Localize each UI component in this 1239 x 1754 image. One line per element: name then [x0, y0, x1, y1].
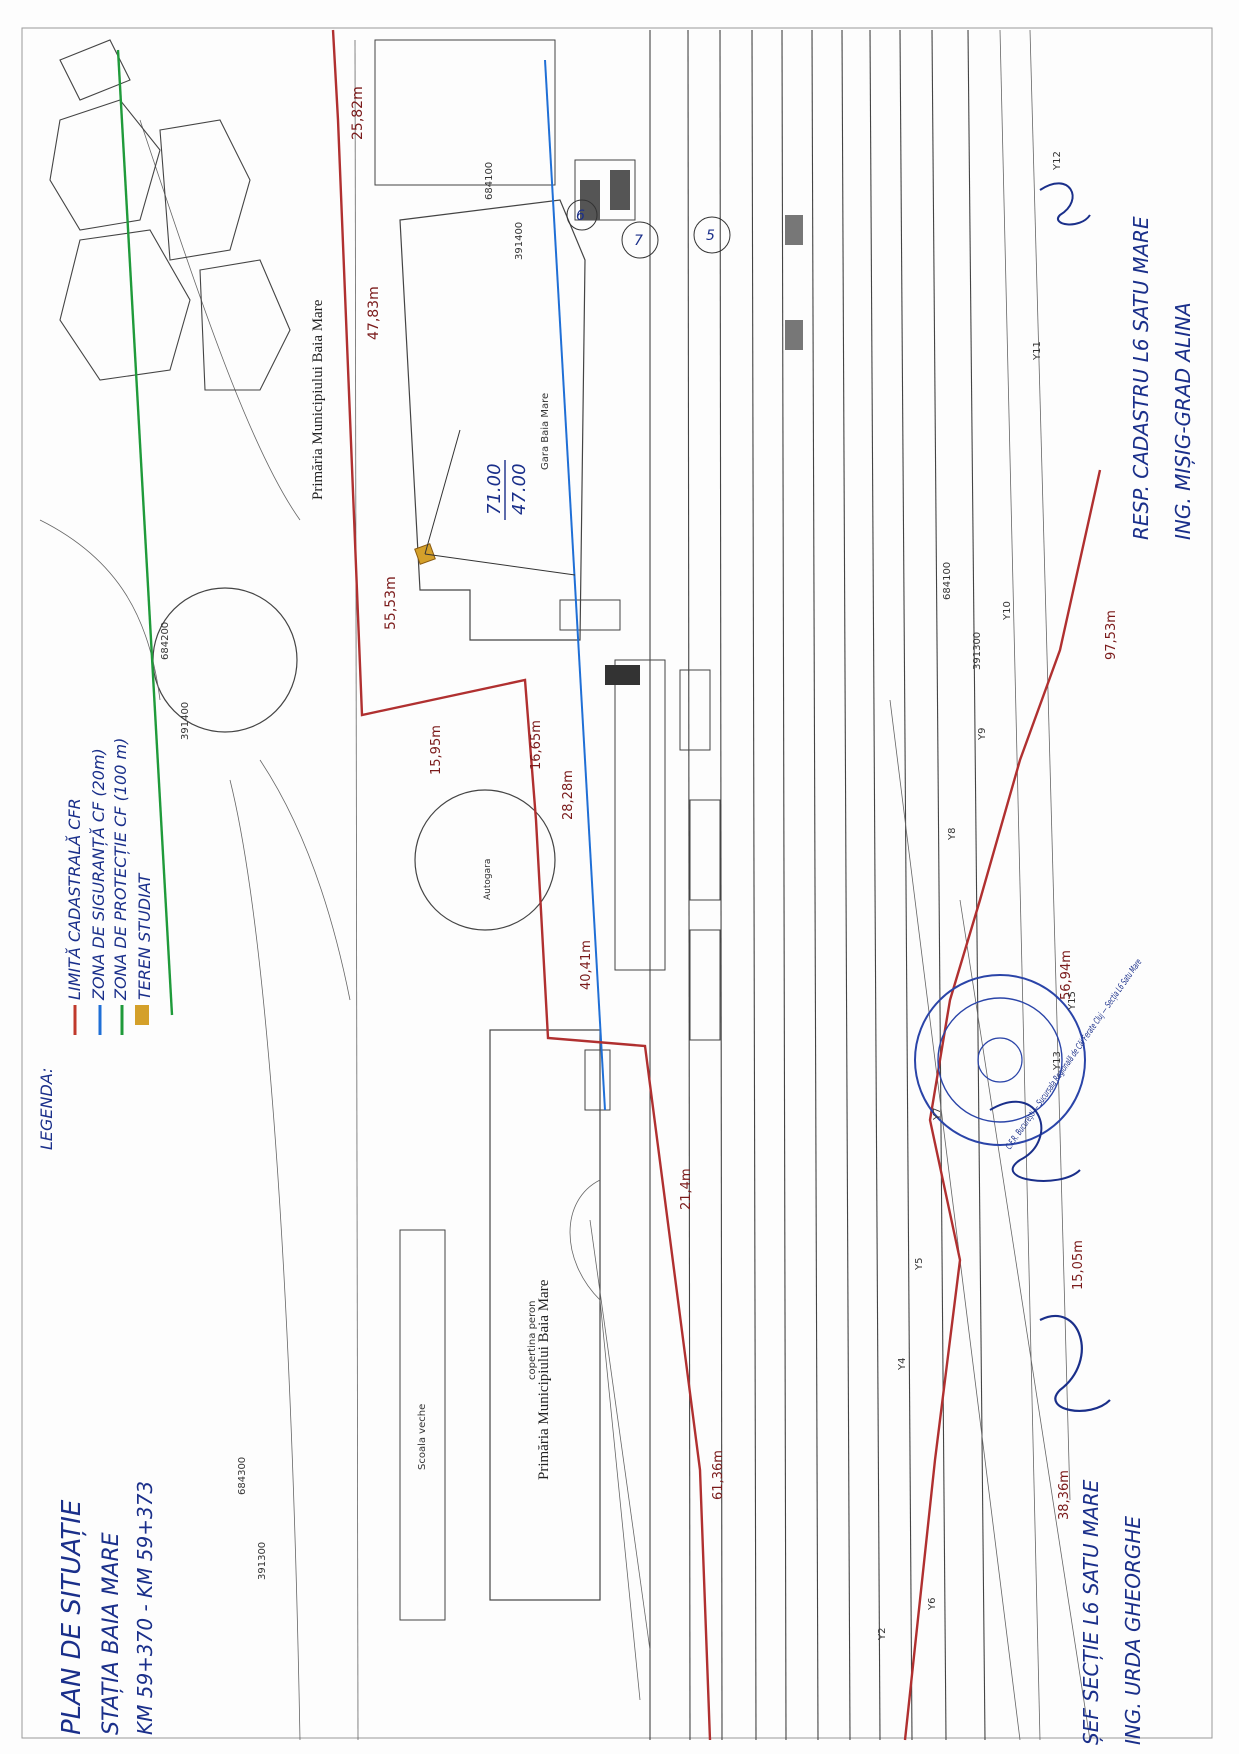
- label-lot-5: 5: [706, 228, 715, 244]
- dim-15-05: 15,05m: [1071, 1240, 1086, 1290]
- protection-zone-line: [116, 49, 174, 1016]
- lot-circle-7: [621, 221, 659, 259]
- signal-y8: Y8: [947, 828, 958, 841]
- label-area-numerator: 71.00: [484, 463, 505, 515]
- signal-y9: Y9: [977, 728, 988, 741]
- dim-21-4: 21,4m: [679, 1168, 694, 1210]
- signal-y11: Y11: [1032, 341, 1043, 361]
- coord-3: 684200: [160, 622, 171, 660]
- lot-circle-6: [566, 199, 598, 231]
- railway-tracks: [649, 29, 1091, 1741]
- coord-7: 684300: [237, 1457, 248, 1495]
- label-lot-6: 6: [576, 208, 585, 224]
- legend: LEGENDA: LIMITĂ CADASTRALĂ CFR ZONA DE S…: [37, 738, 154, 1150]
- official-stamp: [914, 974, 1086, 1146]
- stamp-text: C.F.R. București — Sucursala Regională d…: [1004, 957, 1144, 1151]
- label-autogara: Autogara: [483, 859, 493, 900]
- signal-y13: Y13: [1052, 1051, 1063, 1071]
- lot-circle-5: [693, 216, 731, 254]
- label-area-denominator: 47.00: [509, 463, 530, 515]
- sheet-frame: [21, 27, 1213, 1739]
- legend-swatch-orange: [135, 1005, 149, 1025]
- sign-left-line-2: ING. URDA GHEORGHE: [1121, 1516, 1145, 1745]
- legend-item-safety: ZONA DE SIGURANȚĂ CF (20m): [89, 748, 108, 1001]
- title-line-2: STAȚIA BAIA MARE: [99, 1532, 124, 1735]
- coord-4: 391400: [180, 702, 191, 740]
- label-gara: Gara Baia Mare: [540, 393, 551, 470]
- signature-block: ȘEF SECȚIE L6 SATU MARE ING. URDA GHEORG…: [1079, 216, 1195, 1745]
- title-line-3: KM 59+370 - KM 59+373: [133, 1481, 157, 1735]
- coord-6: 391300: [972, 632, 983, 670]
- dim-61-36: 61,36m: [711, 1450, 726, 1500]
- label-primaria-top: Primăria Municipiului Baia Mare: [310, 299, 326, 500]
- map-labels: Primăria Municipiului Baia Mare Primăria…: [310, 208, 715, 1480]
- sign-left-line-1: ȘEF SECȚIE L6 SATU MARE: [1079, 1479, 1103, 1745]
- cadastral-limit-line: [331, 29, 712, 1741]
- label-primaria-bottom: Primăria Municipiului Baia Mare: [536, 1279, 552, 1480]
- dim-40-41: 40,41m: [579, 940, 594, 990]
- buildings: [374, 39, 803, 1621]
- signal-y5: Y5: [914, 1258, 925, 1271]
- dim-47-83: 47,83m: [366, 286, 382, 340]
- signal-labels: Y12 Y11 Y10 Y9 Y8 Y7 Y5 Y4 Y6 Y2 Y13 Y15: [877, 151, 1078, 1641]
- dim-16-65: 16,65m: [529, 720, 544, 770]
- signal-y2: Y2: [877, 1628, 888, 1641]
- sign-right-line-2: ING. MIȘIG-GRAD ALINA: [1171, 302, 1195, 540]
- label-lot-7: 7: [634, 233, 643, 249]
- dim-28-28: 28,28m: [561, 770, 576, 820]
- coord-1: 684100: [484, 162, 495, 200]
- legend-item-cadastral: LIMITĂ CADASTRALĂ CFR: [65, 798, 84, 1000]
- legend-item-protection: ZONA DE PROTECȚIE CF (100 m): [111, 738, 130, 1001]
- title-block: PLAN DE SITUAȚIE STAȚIA BAIA MARE KM 59+…: [57, 1481, 157, 1735]
- signature-stamp: [989, 1101, 1081, 1182]
- coord-8: 391300: [257, 1542, 268, 1580]
- label-scoala: Scoala veche: [417, 1404, 428, 1470]
- safety-zone-line: [544, 59, 606, 1111]
- signal-y15: Y15: [1067, 991, 1078, 1011]
- coord-5: 684100: [942, 562, 953, 600]
- sign-right-line-1: RESP. CADASTRU L6 SATU MARE: [1129, 216, 1153, 540]
- cadastral-limit-line-east: [903, 469, 1102, 1741]
- dim-38-36: 38,36m: [1057, 1470, 1072, 1520]
- dim-55-53: 55,53m: [383, 576, 399, 630]
- signature-chief: [1039, 1314, 1111, 1412]
- label-copertina: copertina peron: [527, 1301, 538, 1380]
- signature-cadastru: [1039, 182, 1091, 226]
- dimension-labels: 25,82m 47,83m 55,53m 15,95m 16,65m 28,28…: [350, 86, 1119, 1520]
- dim-25-82: 25,82m: [350, 86, 366, 140]
- signal-y7: Y7: [932, 1108, 943, 1121]
- dim-15-95: 15,95m: [429, 725, 444, 775]
- signal-y12: Y12: [1052, 151, 1063, 171]
- grid-coordinates: 684100 391400 684200 391400 684100 39130…: [160, 162, 983, 1580]
- title-line-1: PLAN DE SITUAȚIE: [57, 1499, 87, 1735]
- dim-97-53: 97,53m: [1104, 610, 1119, 660]
- signal-y10: Y10: [1002, 601, 1013, 621]
- dim-56-94: 56,94m: [1059, 950, 1074, 1000]
- coord-2: 391400: [514, 222, 525, 260]
- legend-heading: LEGENDA:: [37, 1068, 56, 1150]
- residential-blocks: [49, 39, 291, 391]
- signal-y6: Y6: [927, 1598, 938, 1611]
- signal-y4: Y4: [897, 1358, 908, 1371]
- legend-item-terrain: TEREN STUDIAT: [135, 872, 154, 1000]
